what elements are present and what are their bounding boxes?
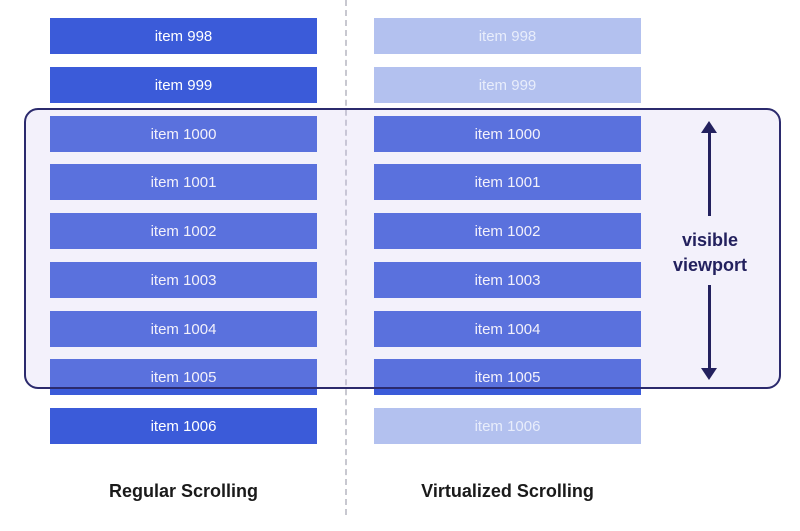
list-item: item 1005 [50, 359, 317, 395]
list-item: item 1001 [50, 164, 317, 200]
arrow-up-icon [701, 121, 717, 133]
list-item: item 1004 [374, 311, 641, 347]
list-item: item 1005 [374, 359, 641, 395]
arrow-down-icon [701, 368, 717, 380]
list-item: item 1003 [50, 262, 317, 298]
list-item: item 1004 [50, 311, 317, 347]
arrow-shaft-bottom [708, 285, 711, 369]
arrow-shaft-top [708, 132, 711, 216]
regular-scrolling-caption: Regular Scrolling [108, 481, 259, 501]
list-item: item 1002 [50, 213, 317, 249]
list-item: item 999 [50, 67, 317, 103]
list-item: item 999 [374, 67, 641, 103]
viewport-label-line2: viewport [672, 255, 747, 275]
list-item: item 1002 [374, 213, 641, 249]
list-item: item 1000 [374, 116, 641, 152]
list-item: item 1006 [50, 408, 317, 444]
list-item: item 1001 [374, 164, 641, 200]
column-divider [345, 0, 347, 515]
list-item: item 998 [374, 18, 641, 54]
virtualized-scrolling-caption: Virtualized Scrolling [421, 481, 594, 501]
list-item: item 1000 [50, 116, 317, 152]
list-item: item 998 [50, 18, 317, 54]
visible-viewport-frame [24, 108, 781, 389]
list-item: item 1006 [374, 408, 641, 444]
list-item: item 1003 [374, 262, 641, 298]
viewport-label-line1: visible [681, 230, 739, 250]
viewport-label: visible viewport [650, 228, 770, 278]
